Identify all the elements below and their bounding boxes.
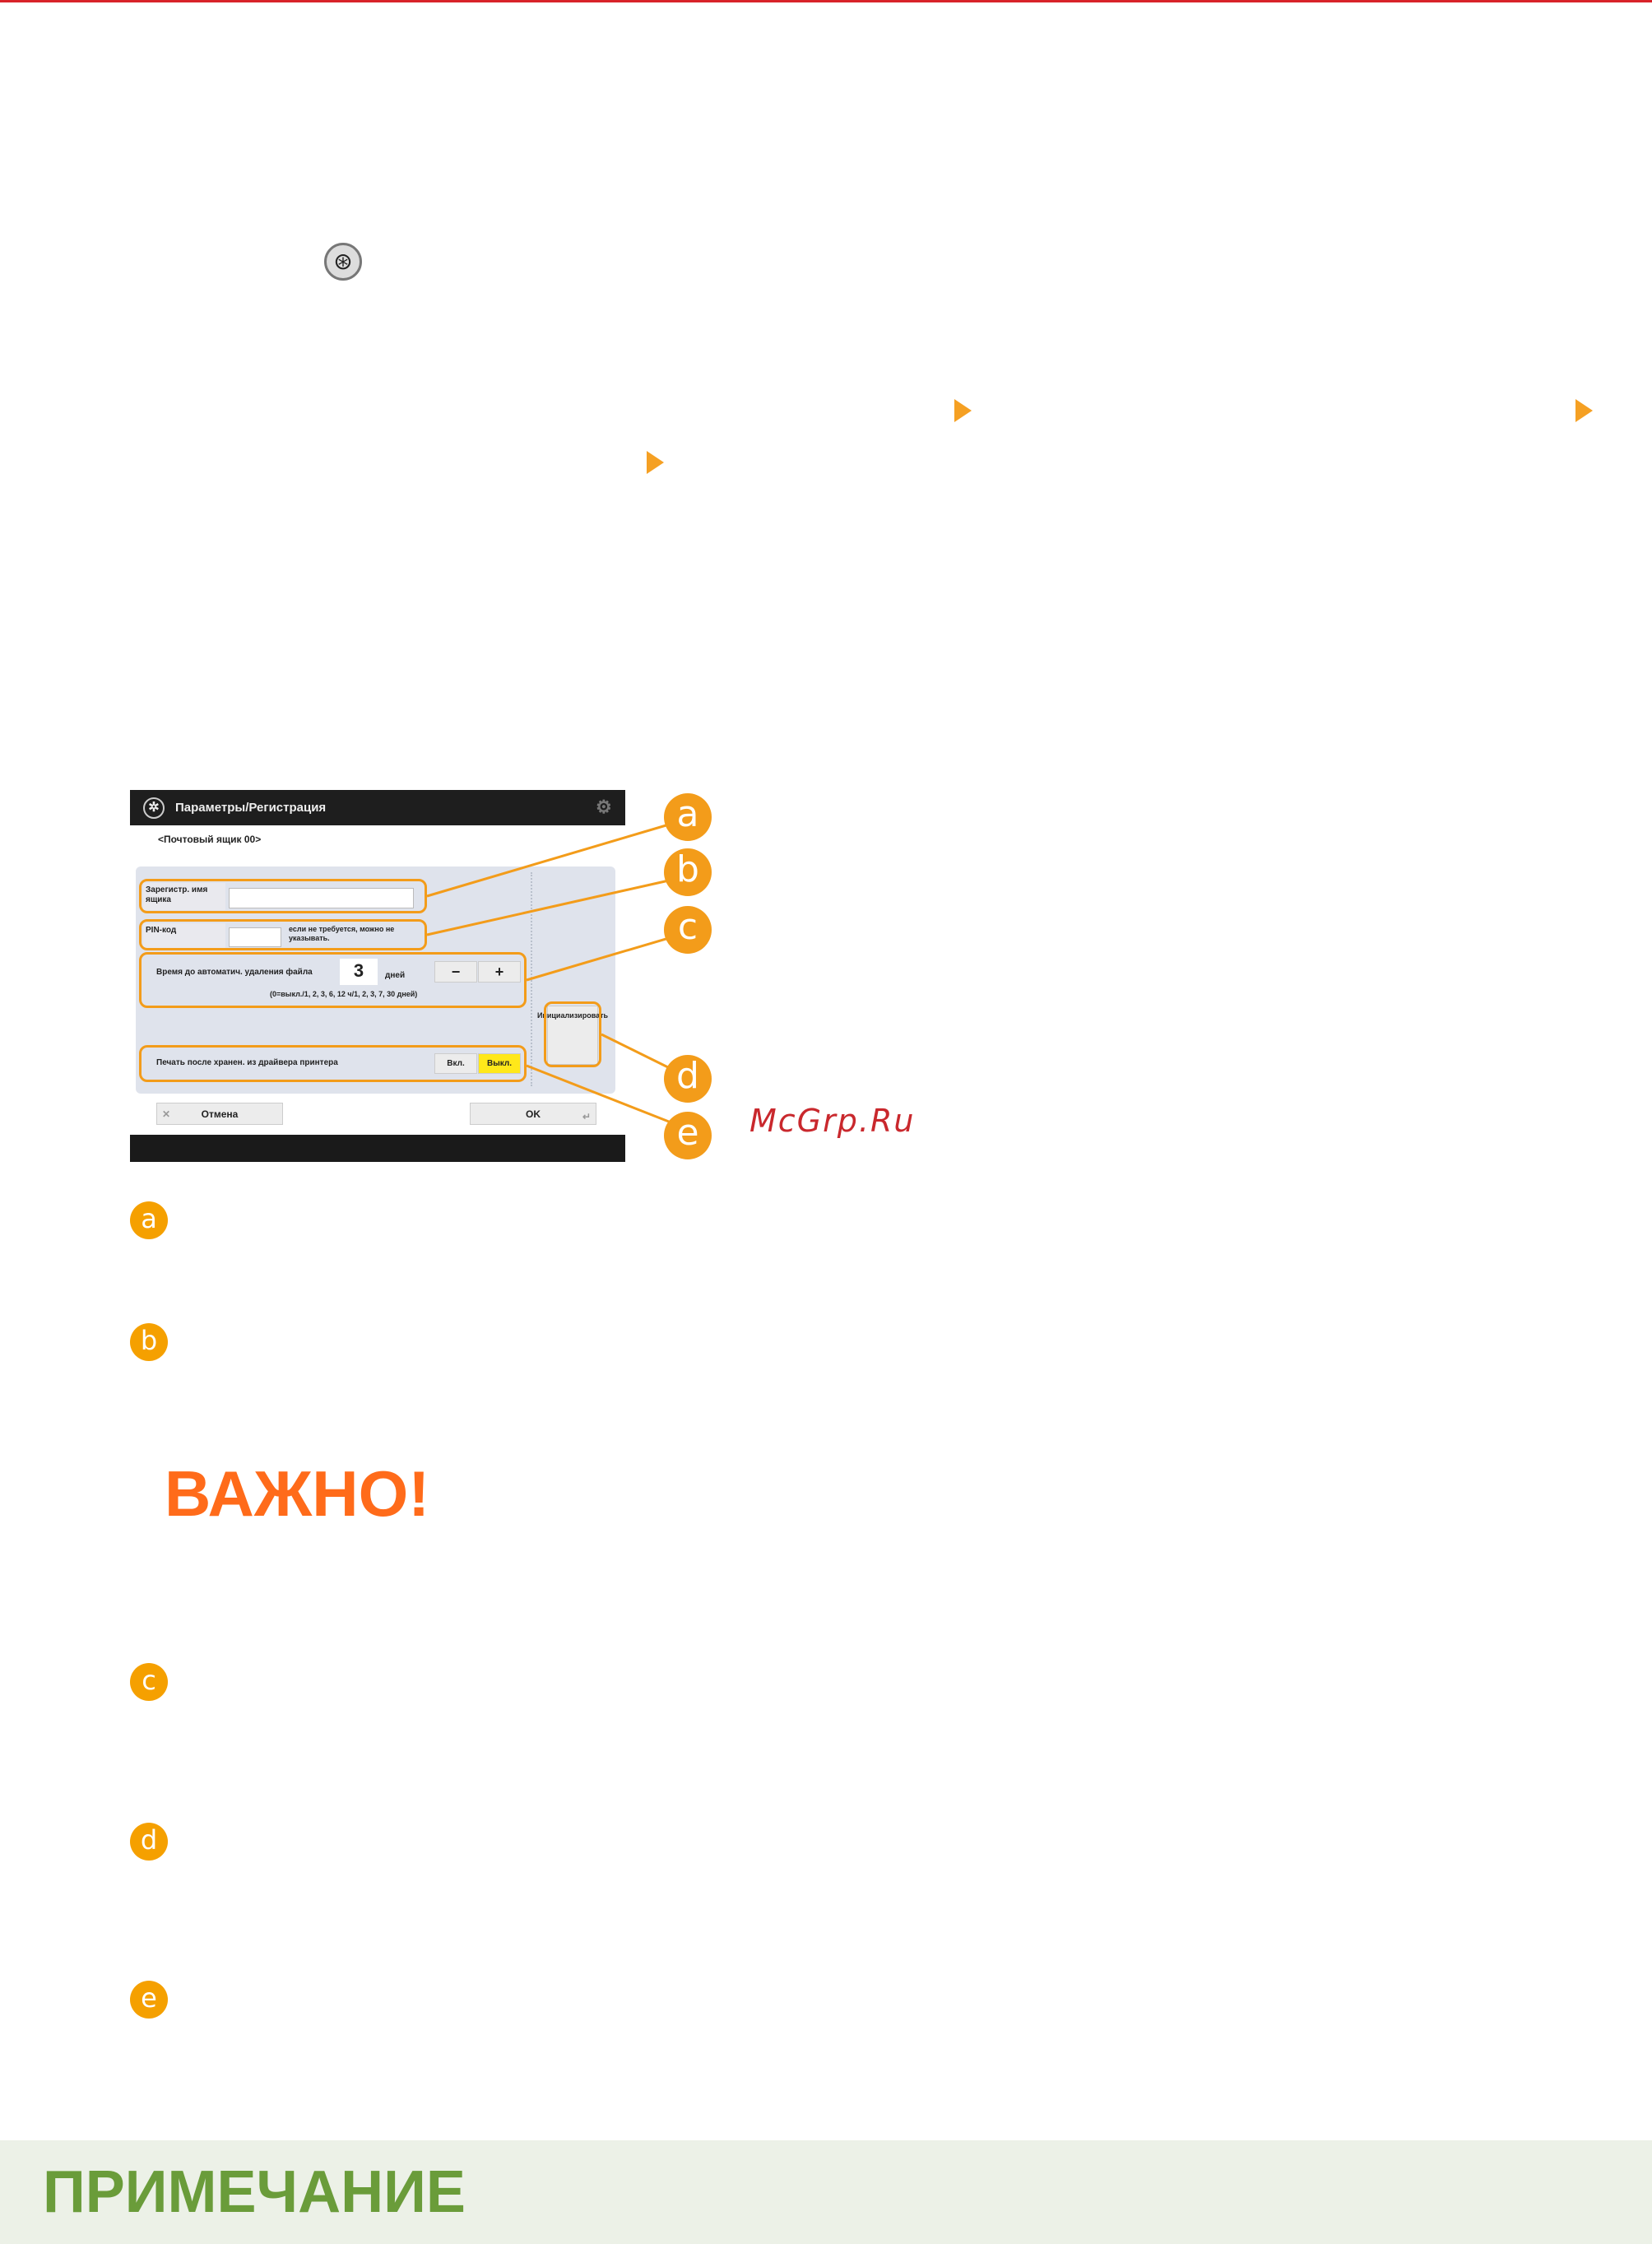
callout-b: b	[664, 848, 712, 896]
settings-registration-icon: ⊛	[324, 243, 362, 281]
arrow-icon	[954, 399, 972, 422]
gear-icon[interactable]: ⚙	[596, 797, 612, 817]
auto-delete-label: Время до автоматич. удаления файла	[156, 968, 313, 977]
watermark: McGrp.Ru	[749, 1103, 916, 1139]
callout-box-c	[139, 952, 527, 1008]
callout-lines	[426, 823, 674, 1125]
auto-delete-value[interactable]: 3	[340, 959, 378, 985]
off-button[interactable]: Выкл.	[478, 1053, 521, 1074]
callout-line-d	[601, 1033, 674, 1071]
close-icon: ✕	[162, 1108, 171, 1120]
callout-e: e	[664, 1112, 712, 1159]
callout-line-c	[526, 936, 670, 982]
auto-delete-range: (0=выкл./1, 2, 3, 6, 12 ч/1, 2, 3, 7, 30…	[270, 990, 418, 998]
pin-label: PIN-код	[143, 923, 225, 948]
screen-footer	[130, 1135, 625, 1162]
callout-box-b	[139, 919, 427, 950]
ok-button[interactable]: OK ↵	[470, 1103, 596, 1125]
legend-marker-c: c	[130, 1663, 168, 1701]
auto-delete-unit: дней	[385, 971, 406, 980]
callout-line-e	[526, 1064, 674, 1125]
mailbox-title: <Почтовый ящик 00>	[158, 834, 262, 845]
mailbox-name-input[interactable]	[229, 888, 414, 908]
legend-marker-e: e	[130, 1981, 168, 2019]
callout-line-a	[426, 823, 670, 898]
callout-line-b	[426, 879, 670, 936]
initialize-button[interactable]: Инициализировать	[537, 1006, 608, 1065]
enter-icon: ↵	[582, 1111, 591, 1122]
decrease-button[interactable]: −	[434, 961, 477, 983]
print-after-label: Печать после хранен. из драйвера принтер…	[156, 1058, 338, 1067]
screen-header: ✲ Параметры/Регистрация ⚙	[130, 790, 625, 825]
callout-d: d	[664, 1055, 712, 1103]
callout-box-d	[544, 1001, 601, 1067]
callout-box-e	[139, 1045, 527, 1082]
legend-marker-b: b	[130, 1323, 168, 1361]
legend-marker-a: a	[130, 1201, 168, 1239]
screen-illustration: ✲ Параметры/Регистрация ⚙ <Почтовый ящик…	[130, 790, 739, 1177]
arrow-icon	[1575, 399, 1593, 422]
note-heading: ПРИМЕЧАНИЕ	[43, 2159, 466, 2225]
name-label: Зарегистр. имя ящика	[143, 883, 225, 910]
increase-button[interactable]: +	[478, 961, 521, 983]
pin-input[interactable]	[229, 927, 281, 947]
note-section: ПРИМЕЧАНИЕ	[0, 2140, 1652, 2244]
screen-title: Параметры/Регистрация	[175, 801, 327, 815]
callout-box-a	[139, 879, 427, 913]
top-rule	[0, 0, 1652, 2]
cancel-label: Отмена	[201, 1108, 239, 1120]
cancel-button[interactable]: ✕ Отмена	[156, 1103, 283, 1125]
pin-hint: если не требуется, можно не указывать.	[289, 925, 395, 942]
legend-marker-d: d	[130, 1823, 168, 1861]
arrow-icon	[647, 451, 664, 474]
ok-label: OK	[526, 1108, 541, 1120]
callout-a: a	[664, 793, 712, 841]
settings-icon: ✲	[143, 797, 165, 819]
important-heading: ВАЖНО!	[165, 1457, 430, 1530]
callout-c: c	[664, 906, 712, 954]
on-button[interactable]: Вкл.	[434, 1053, 477, 1074]
